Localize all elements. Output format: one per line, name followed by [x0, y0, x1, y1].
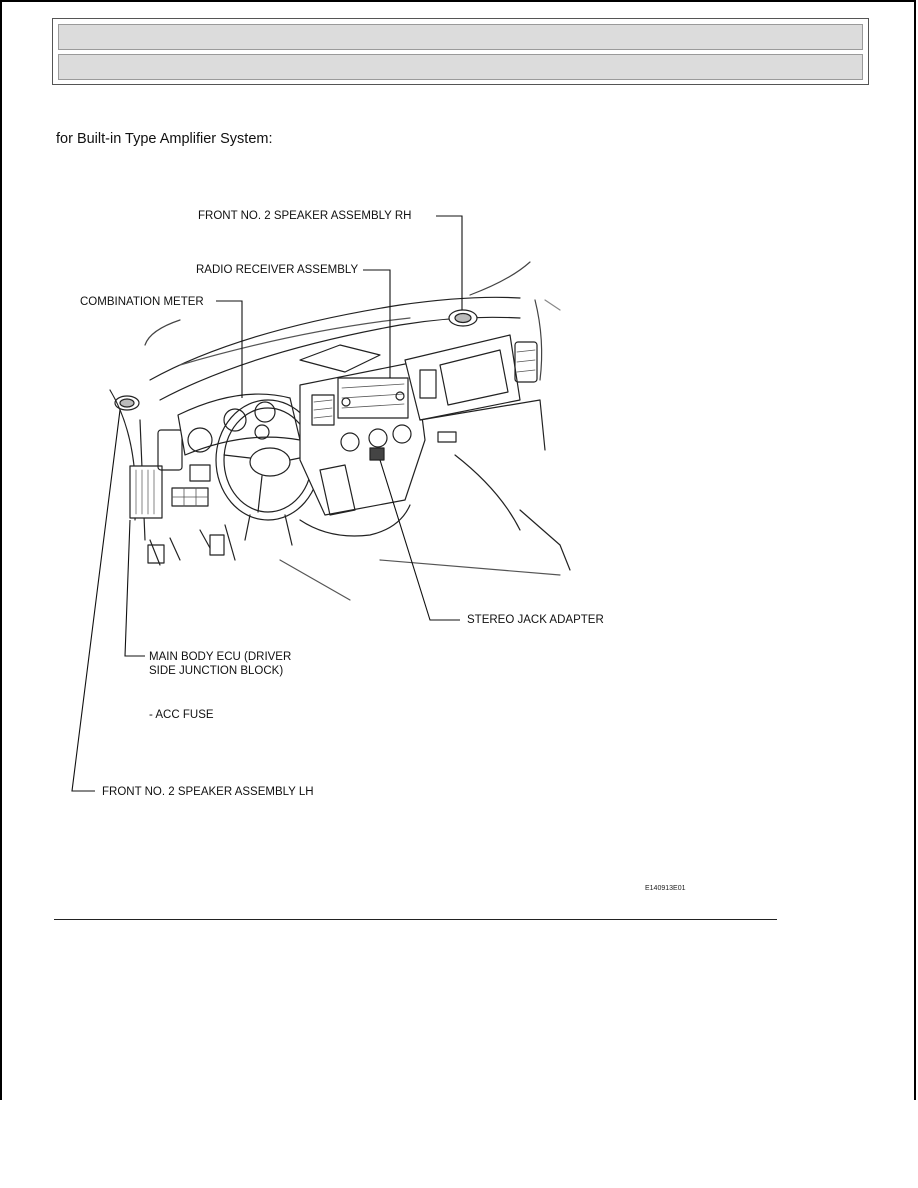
section-divider	[54, 919, 777, 920]
main-body-ecu-shape	[129, 465, 163, 519]
label-front-speaker-rh: FRONT NO. 2 SPEAKER ASSEMBLY RH	[198, 210, 412, 222]
label-main-body-ecu-line1: MAIN BODY ECU (DRIVER	[149, 651, 292, 663]
label-combination-meter: COMBINATION METER	[80, 296, 204, 308]
label-front-speaker-lh: FRONT NO. 2 SPEAKER ASSEMBLY LH	[102, 786, 314, 798]
leader-lines	[71, 215, 463, 792]
leader-main-body-ecu	[124, 519, 145, 657]
dashboard-illustration	[109, 261, 571, 601]
stereo-jack-shape	[369, 447, 385, 461]
leader-front-speaker-rh	[436, 215, 463, 310]
combination-meter-shape	[177, 393, 301, 456]
header-box	[52, 18, 869, 85]
leader-radio-receiver	[363, 269, 391, 378]
label-stereo-jack: STEREO JACK ADAPTER	[467, 614, 604, 626]
page-frame	[0, 0, 916, 1100]
leader-combination-meter	[216, 300, 243, 398]
header-bar-top	[58, 24, 863, 50]
radio-receiver-shape	[337, 377, 409, 419]
leader-stereo-jack	[379, 459, 460, 621]
label-main-body-ecu-line2: SIDE JUNCTION BLOCK)	[149, 665, 284, 677]
leader-front-speaker-lh	[71, 409, 121, 792]
label-radio-receiver: RADIO RECEIVER ASSEMBLY	[196, 264, 359, 276]
figure-code: E140913E01	[645, 885, 686, 892]
label-acc-fuse: - ACC FUSE	[149, 709, 214, 721]
diagram-caption: for Built-in Type Amplifier System:	[56, 131, 273, 147]
header-bar-bottom	[58, 54, 863, 80]
